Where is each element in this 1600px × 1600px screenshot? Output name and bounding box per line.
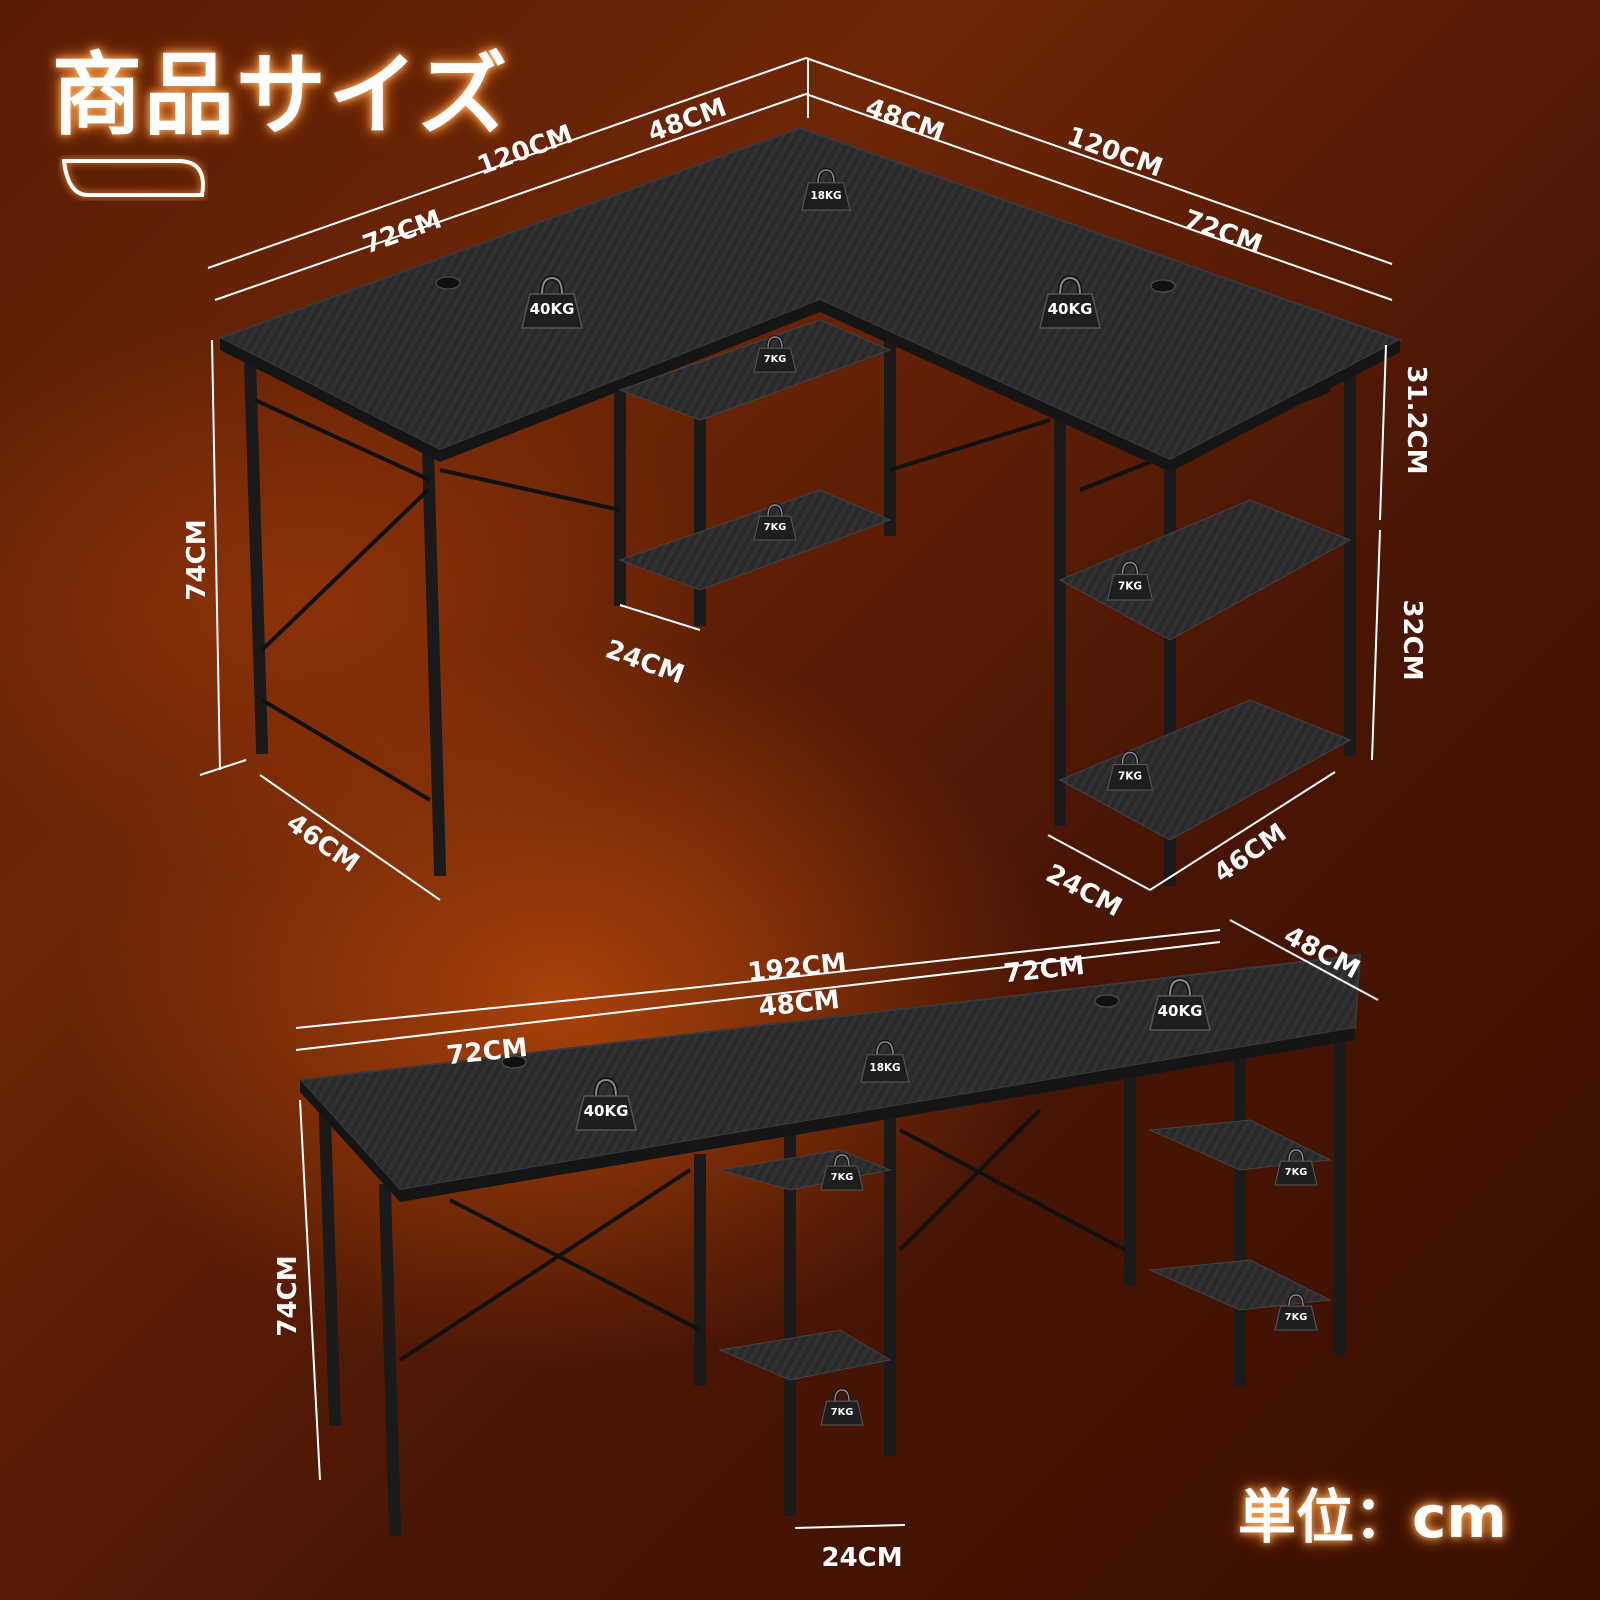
svg-text:40KG: 40KG bbox=[1048, 300, 1093, 318]
dim-label: 72CM bbox=[359, 205, 446, 261]
dim-label: 120CM bbox=[1063, 121, 1167, 183]
weight-icon: 7KG bbox=[1105, 560, 1155, 602]
weight-icon: 7KG bbox=[1273, 1293, 1319, 1332]
page-title: 商品サイズ bbox=[52, 43, 510, 148]
weight-icon: 7KG bbox=[819, 1388, 865, 1427]
dim-label: 32CM bbox=[1397, 599, 1427, 680]
svg-text:40KG: 40KG bbox=[584, 1102, 629, 1120]
svg-text:7KG: 7KG bbox=[764, 354, 786, 365]
weight-icon: 18KG bbox=[802, 170, 850, 210]
weight-icon: 40KG bbox=[576, 1080, 636, 1130]
dim-label: 120CM bbox=[474, 119, 578, 181]
unit-label: 単位：cm bbox=[1238, 1483, 1507, 1551]
dim-label: 24CM bbox=[1041, 859, 1127, 924]
l-shape-desk: 40KG 18KG 40KG 7KG 7KG 7KG 7KG bbox=[182, 57, 1431, 924]
dim-label: 24CM bbox=[601, 635, 688, 691]
svg-text:7KG: 7KG bbox=[1118, 771, 1142, 783]
svg-text:7KG: 7KG bbox=[1285, 1312, 1307, 1323]
weight-icon: 40KG bbox=[1040, 278, 1100, 328]
dim-label: 72CM bbox=[1002, 951, 1086, 989]
svg-text:7KG: 7KG bbox=[831, 1172, 853, 1183]
title-underline-decoration bbox=[61, 159, 205, 197]
dim-label: 46CM bbox=[1209, 818, 1293, 889]
dim-label: 48CM bbox=[861, 93, 948, 149]
svg-text:7KG: 7KG bbox=[764, 522, 786, 533]
weight-icon: 7KG bbox=[819, 1153, 865, 1192]
svg-text:40KG: 40KG bbox=[530, 300, 575, 318]
weight-icon: 7KG bbox=[752, 335, 798, 374]
svg-text:18KG: 18KG bbox=[869, 1062, 900, 1074]
svg-text:7KG: 7KG bbox=[1118, 581, 1142, 593]
dim-label: 24CM bbox=[821, 1543, 902, 1573]
weight-icon: 7KG bbox=[752, 503, 798, 542]
svg-text:7KG: 7KG bbox=[831, 1407, 853, 1418]
svg-text:18KG: 18KG bbox=[810, 190, 841, 202]
dim-label: 48CM bbox=[644, 93, 731, 149]
dim-label: 72CM bbox=[1179, 205, 1266, 261]
svg-text:7KG: 7KG bbox=[1285, 1167, 1307, 1178]
svg-text:40KG: 40KG bbox=[1158, 1002, 1203, 1020]
weight-icon: 40KG bbox=[1150, 980, 1210, 1030]
weight-icon: 7KG bbox=[1273, 1148, 1319, 1187]
dim-label: 74CM bbox=[182, 519, 212, 600]
dim-label: 31.2CM bbox=[1401, 365, 1431, 474]
straight-desk: 40KG 18KG 40KG 7KG 7KG 7KG 7KG 192CM 72C… bbox=[273, 919, 1379, 1573]
weight-icon: 40KG bbox=[522, 278, 582, 328]
weight-icon: 7KG bbox=[1105, 750, 1155, 792]
dim-label: 74CM bbox=[273, 1255, 303, 1336]
dim-label: 192CM bbox=[746, 948, 848, 988]
weight-icon: 18KG bbox=[861, 1042, 909, 1082]
